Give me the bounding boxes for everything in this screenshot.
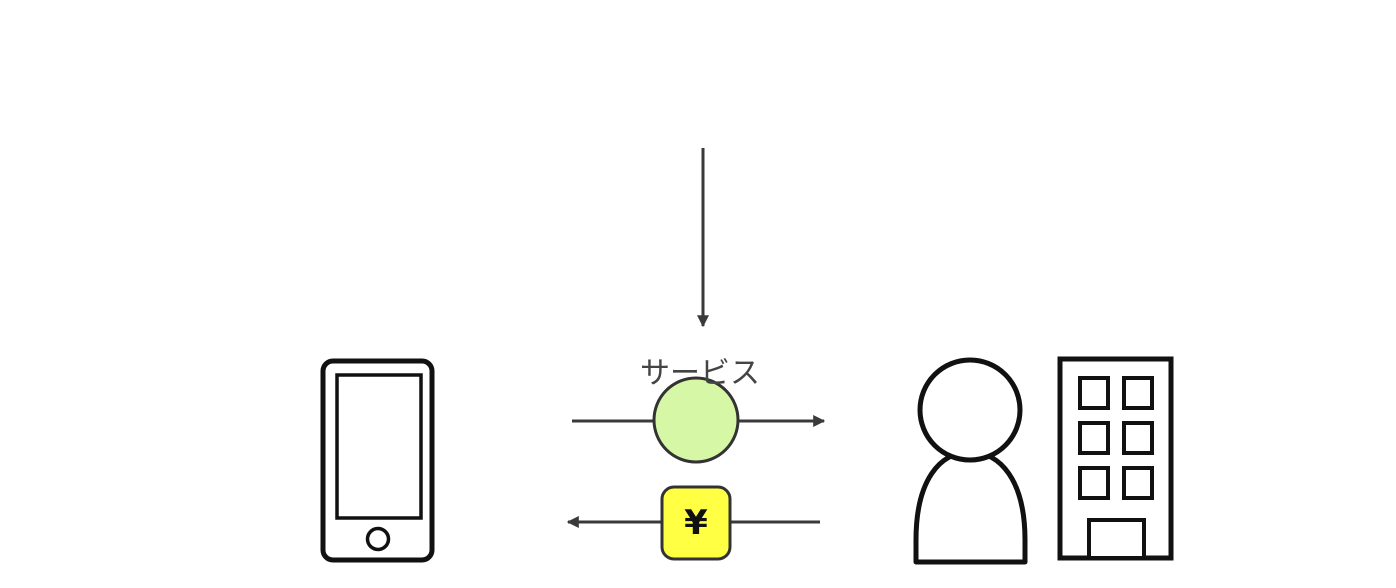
yen-symbol: ¥ [684, 503, 708, 543]
office-building-icon [1057, 356, 1174, 561]
smartphone-icon [320, 358, 435, 563]
person-icon [913, 357, 1028, 565]
service-label: サービス [640, 356, 760, 391]
payment-badge [660, 485, 732, 561]
service-circle [652, 376, 740, 464]
